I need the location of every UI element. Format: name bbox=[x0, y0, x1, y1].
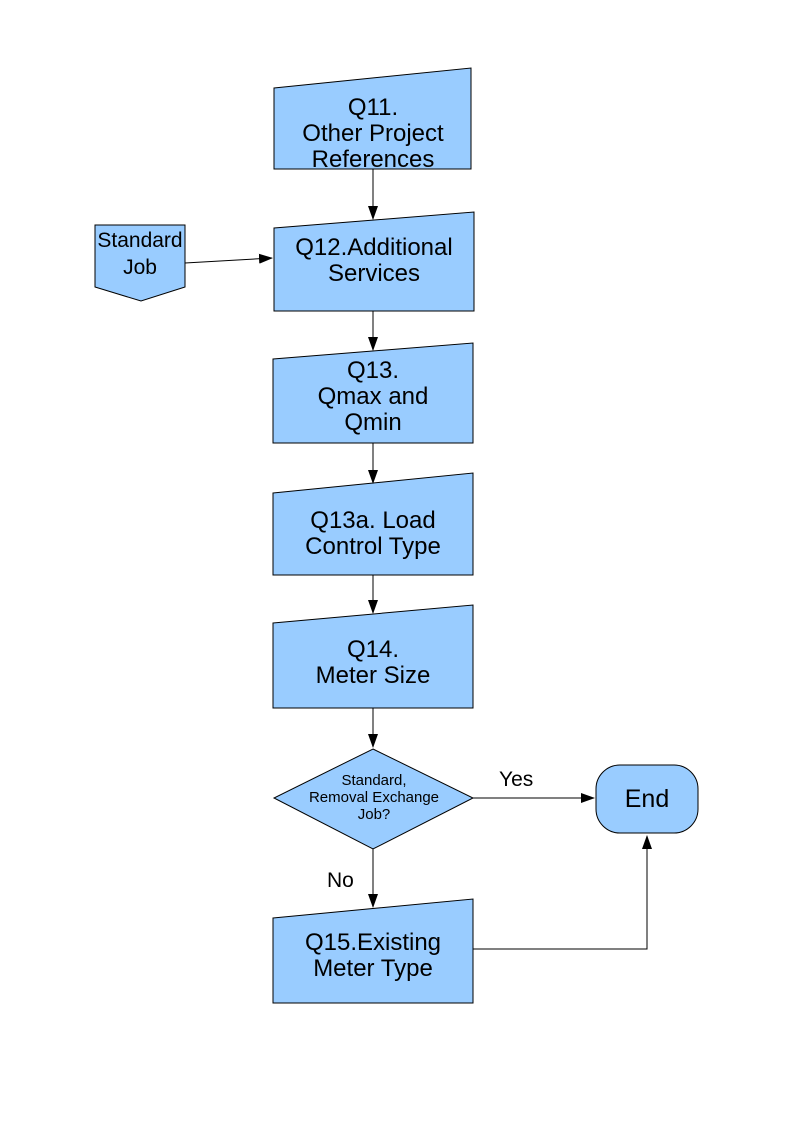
node-q13-shape bbox=[272, 342, 474, 444]
node-end-shape bbox=[595, 764, 699, 834]
node-q13a-shape bbox=[272, 472, 474, 576]
edge-q15-end bbox=[473, 835, 652, 950]
node-q11-label: Q11. Other Project References bbox=[302, 94, 444, 173]
node-q12-label: Q12.Additional Services bbox=[295, 234, 453, 287]
node-q13-label: Q13. Qmax and Qmin bbox=[317, 357, 429, 436]
edge-standardjob-q12 bbox=[184, 253, 273, 264]
node-standard-job-shape bbox=[94, 224, 186, 302]
node-end-label: End bbox=[624, 785, 670, 813]
node-q14-label: Q14. Meter Size bbox=[315, 636, 431, 689]
edge-label-yes: Yes bbox=[499, 768, 534, 791]
edge-label-no: No bbox=[327, 869, 354, 892]
node-q13a-label: Q13a. Load Control Type bbox=[305, 507, 441, 560]
node-q11-shape bbox=[273, 67, 472, 170]
node-q14-shape bbox=[272, 604, 474, 709]
node-decision-label: Standard, Removal Exchange Job? bbox=[308, 772, 440, 823]
node-q12-shape bbox=[273, 211, 475, 312]
node-standard-job-label: Standard Job bbox=[97, 229, 183, 279]
node-q15-label: Q15.Existing Meter Type bbox=[304, 929, 442, 982]
node-q15-shape bbox=[272, 898, 474, 1004]
